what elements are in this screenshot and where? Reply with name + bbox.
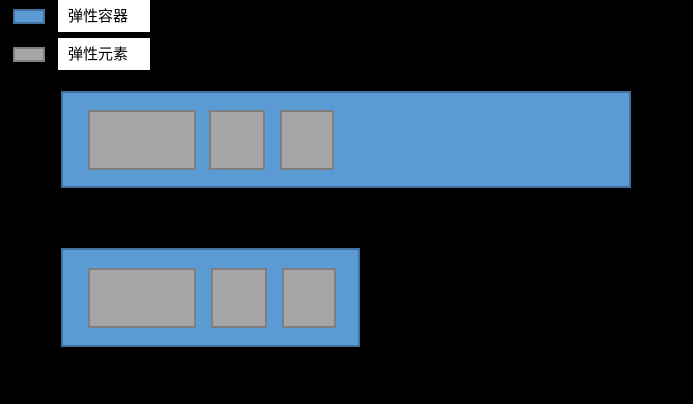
flex-container-shrink-to-fit xyxy=(61,248,360,347)
flex-container-swatch-icon xyxy=(13,8,45,24)
flex-item-square xyxy=(209,109,265,170)
flex-item-square xyxy=(280,109,334,170)
legend-entry-flex-container: 弹性容器 xyxy=(0,0,150,32)
flex-item-wide xyxy=(88,267,196,328)
legend-entry-flex-item: 弹性元素 xyxy=(0,38,150,70)
legend-label-box: 弹性容器 xyxy=(58,0,150,32)
legend-label-flex-container: 弹性容器 xyxy=(68,6,129,25)
legend-label-box: 弹性元素 xyxy=(58,38,150,70)
legend-swatch-cell xyxy=(0,38,58,70)
flex-item-wide xyxy=(88,109,196,170)
legend-swatch-cell xyxy=(0,0,58,32)
flex-item-swatch-icon xyxy=(13,46,45,62)
flex-container-full-width xyxy=(61,91,631,188)
flex-item-square xyxy=(211,267,267,328)
legend-label-flex-item: 弹性元素 xyxy=(68,44,129,63)
flex-item-square xyxy=(282,267,336,328)
